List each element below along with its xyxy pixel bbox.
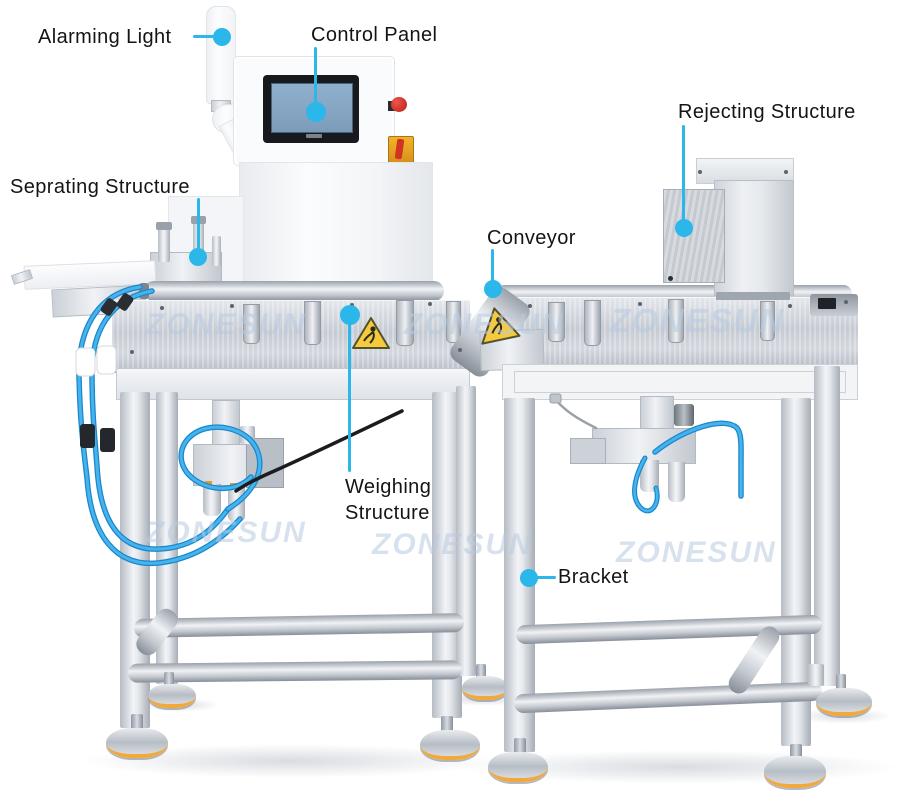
right-foot-stem-1 <box>514 738 526 756</box>
right-bar-fitting <box>808 664 824 686</box>
annotation-dot-seprating-structure <box>189 248 207 266</box>
separating-cylinder-a <box>158 228 170 262</box>
annotation-dot-weighing-structure <box>340 305 360 325</box>
left-conveyor-bracket-1 <box>243 304 260 344</box>
annotation-line-conveyor <box>491 249 494 283</box>
reject-pusher-box <box>663 189 725 283</box>
annotation-line-weighing-structure <box>348 322 351 472</box>
annotation-line-alarming-light <box>193 35 215 38</box>
brand-watermark: ZONESUN <box>372 528 533 561</box>
right-conveyor-bracket-2 <box>584 300 601 346</box>
reject-tower <box>714 180 794 296</box>
right-conveyor-bracket-3 <box>668 299 684 343</box>
right-foot-stem-2 <box>790 744 802 758</box>
separating-cap-a <box>156 222 172 230</box>
left-conveyor-bracket-3 <box>396 300 414 346</box>
annotation-label-rejecting-structure: Rejecting Structure <box>678 101 856 123</box>
reject-pusher-screw <box>668 276 673 281</box>
separating-cylinder-c <box>212 236 221 266</box>
brand-watermark: ZONESUN <box>146 308 307 341</box>
annotation-dot-control-panel <box>306 102 326 122</box>
floor-shadow-rear-right <box>796 708 892 724</box>
right-conveyor-bracket-1 <box>548 302 565 342</box>
reject-tower-base <box>716 292 790 300</box>
brand-watermark: ZONESUN <box>610 302 786 339</box>
right-foot-front-left <box>488 752 548 782</box>
annotation-line-control-panel <box>314 47 317 105</box>
brand-watermark: ZONESUN <box>146 516 307 549</box>
annotation-label-seprating-structure: Seprating Structure <box>10 176 190 198</box>
annotation-label-alarming-light: Alarming Light <box>38 26 172 48</box>
right-valve-side-block <box>570 438 606 464</box>
right-frame-inner <box>514 371 846 393</box>
right-leg-rear-right <box>814 366 840 686</box>
left-foot-stem-4 <box>476 664 486 678</box>
left-conveyor-bracket-2 <box>304 301 321 345</box>
annotation-dot-rejecting-structure <box>675 219 693 237</box>
reject-tower-cap <box>696 158 794 184</box>
annotation-line-rejecting-structure <box>682 125 685 221</box>
right-foot-front-right <box>764 756 826 788</box>
annotation-line-bracket <box>536 576 556 579</box>
brand-watermark: ZONESUN <box>404 308 565 341</box>
left-foot-rear-right <box>462 676 508 700</box>
right-foot-stem-3 <box>836 674 846 690</box>
right-valve-knob <box>674 404 694 426</box>
left-foot-front-right <box>420 730 480 760</box>
annotation-dot-bracket <box>520 569 538 587</box>
left-foot-rear-left <box>148 684 196 708</box>
annotation-dot-conveyor <box>484 280 502 298</box>
annotation-label-bracket: Bracket <box>558 566 629 588</box>
annotation-dot-alarming-light <box>213 28 231 46</box>
left-leg-rear-right <box>456 386 476 676</box>
alarm-light-tower <box>206 6 236 104</box>
annotation-label-conveyor: Conveyor <box>487 227 576 249</box>
right-foot-rear-right <box>816 688 872 716</box>
left-foot-stem-3 <box>441 716 453 732</box>
emergency-stop-button <box>391 97 407 112</box>
left-foot-front-left <box>106 728 168 758</box>
annotation-label-weighing-structure: Weighing Structure <box>345 476 432 524</box>
brand-watermark: ZONESUN <box>616 536 777 569</box>
bezel-brand-mark <box>306 134 322 138</box>
right-endcap-detail <box>818 298 836 309</box>
left-foot-stem-2 <box>164 672 174 686</box>
annotation-label-control-panel: Control Panel <box>311 24 438 46</box>
right-conveyor-bracket-4 <box>760 301 775 341</box>
annotation-line-seprating-structure <box>197 198 200 250</box>
